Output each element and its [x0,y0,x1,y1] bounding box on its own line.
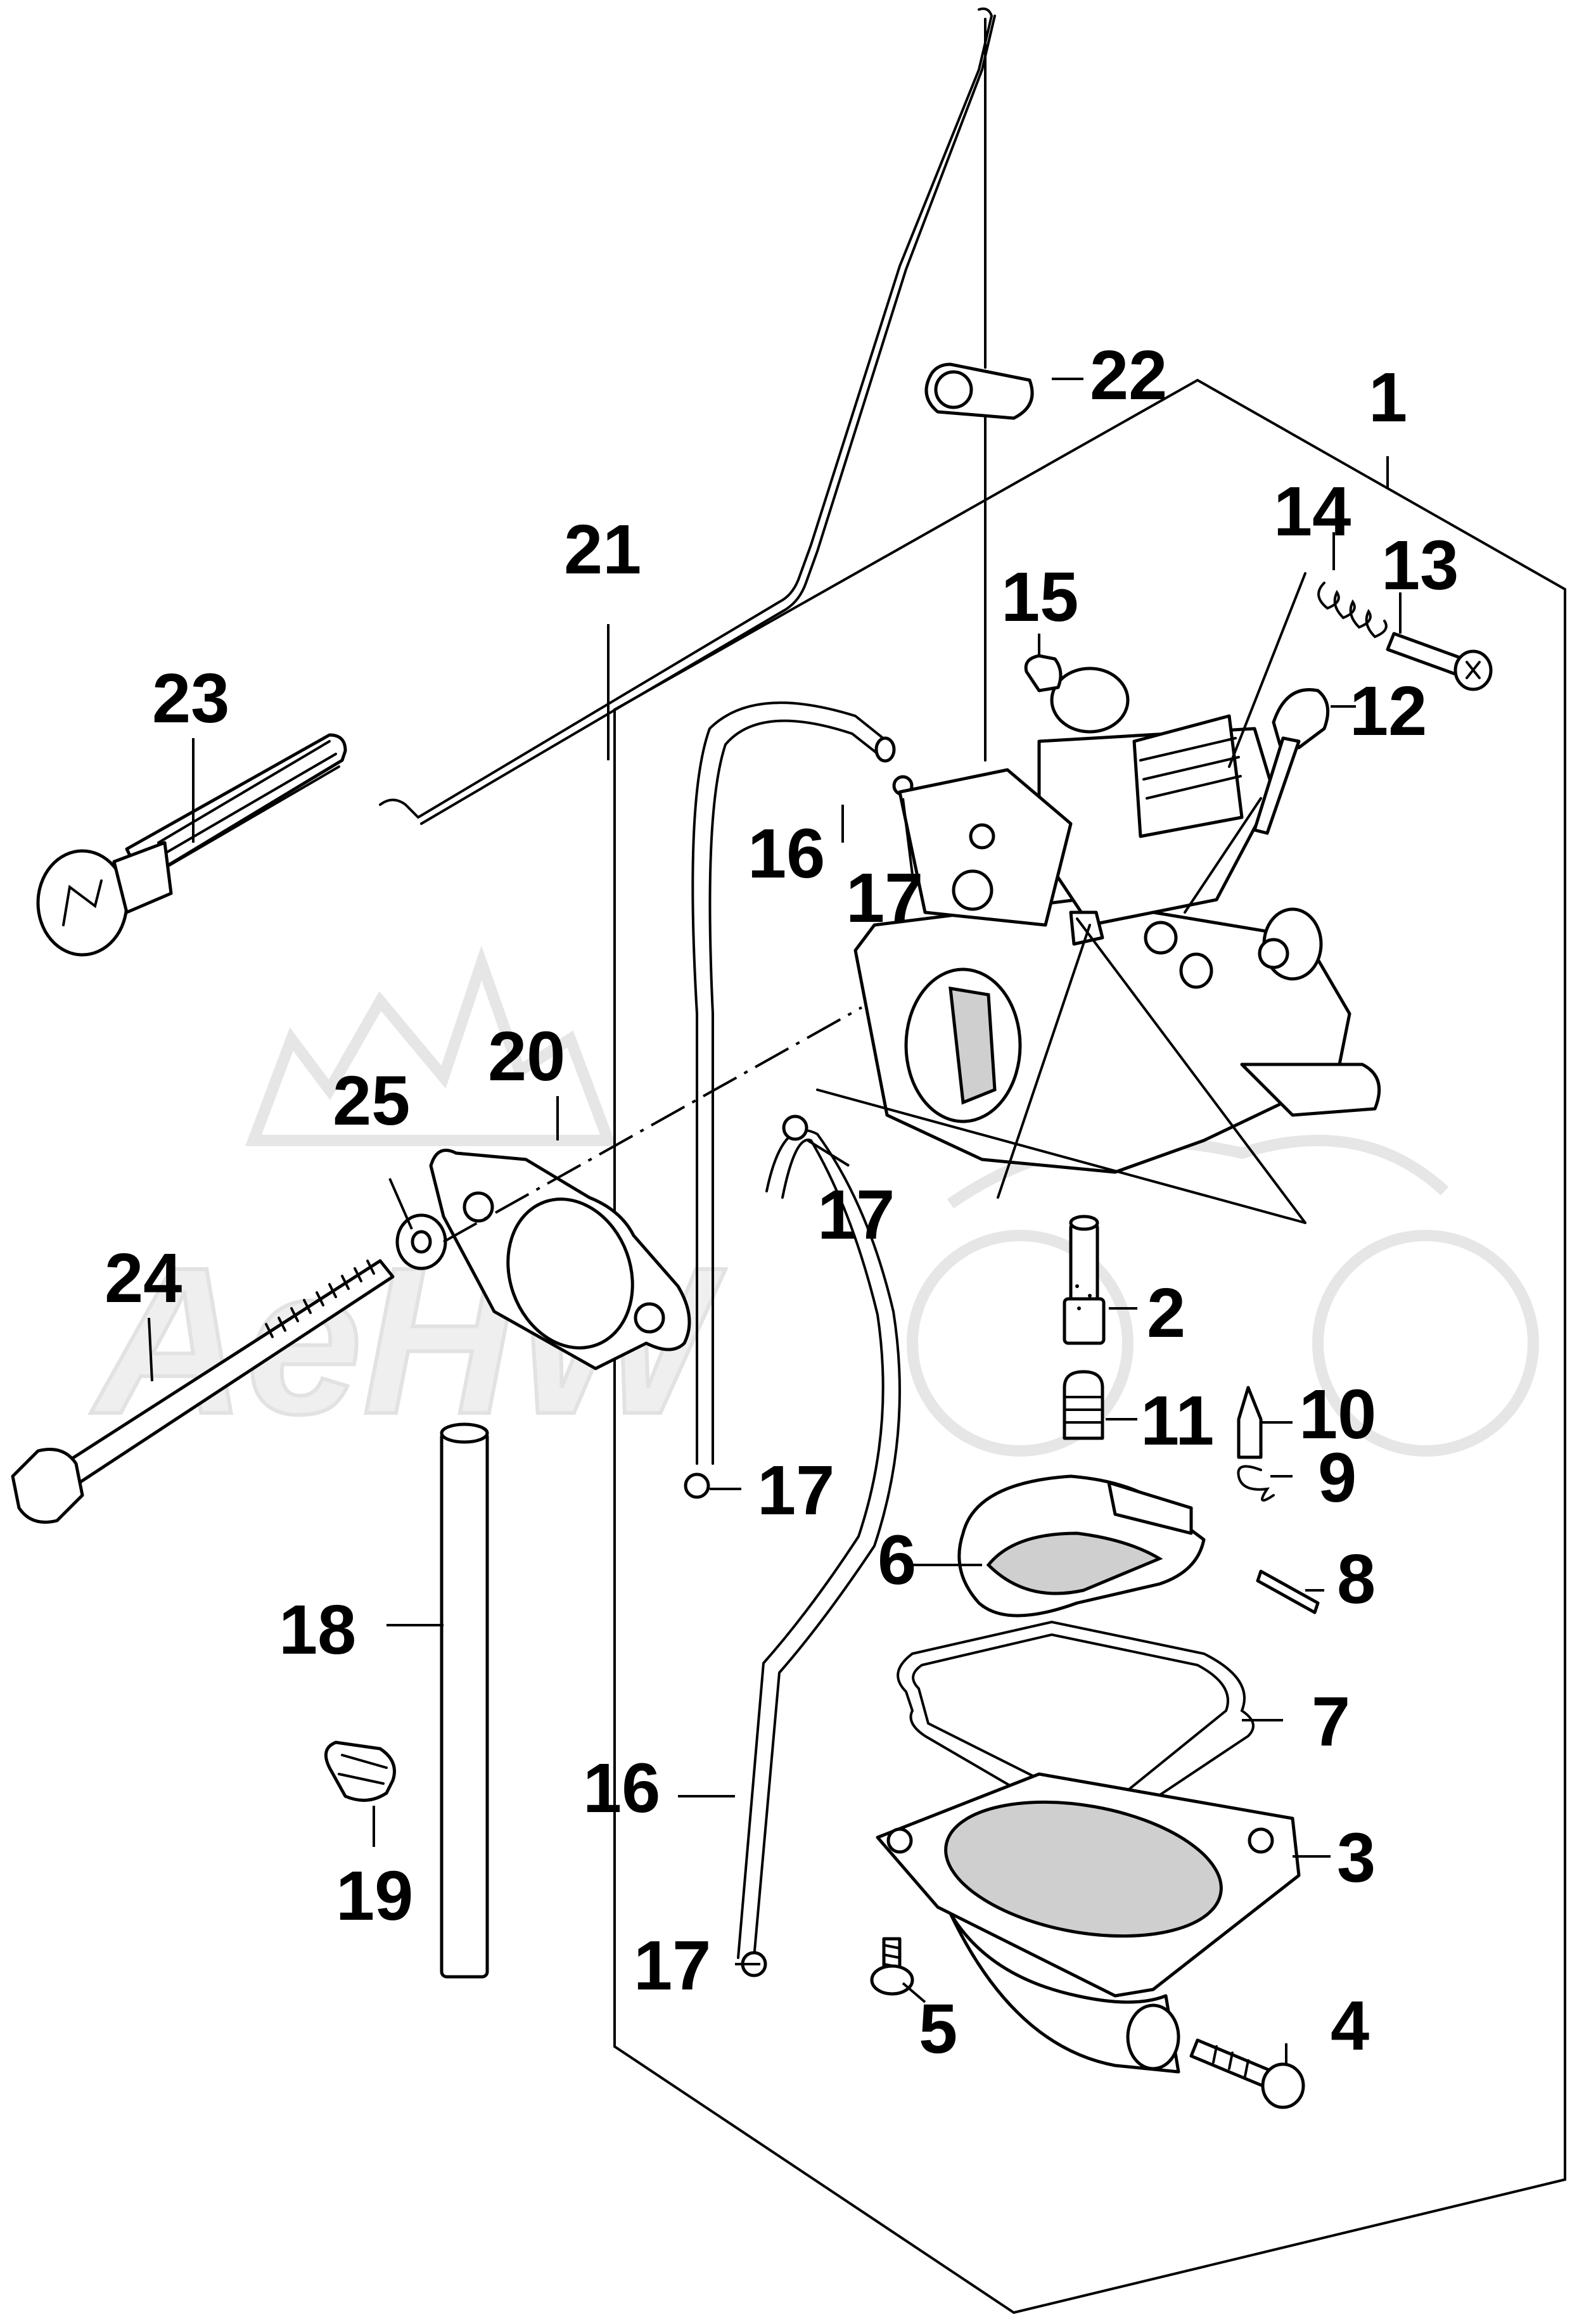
callout-4: 4 [1331,1987,1369,2065]
callout-17-top: 17 [846,859,923,937]
intake-gasket [429,1149,691,1370]
callout-18: 18 [279,1591,356,1669]
callout-14: 14 [1274,473,1351,551]
callout-7: 7 [1312,1683,1350,1761]
callout-3: 3 [1337,1819,1376,1897]
bowl-screw [870,1937,914,1996]
needle-clip [1237,1465,1275,1502]
float-bowl [876,1772,1301,2074]
float [957,1474,1206,1618]
callout-13: 13 [1381,527,1459,604]
callout-11: 11 [1140,1382,1214,1460]
assembly-leader-1 [816,917,1306,1224]
float-bowl-gasket [897,1620,1255,1832]
drain-screw [1189,2038,1305,2109]
assembly-box [613,378,1566,2314]
callout-15: 15 [1001,558,1078,636]
idle-screw [1184,688,1330,914]
fuel-hose-straight [440,1422,489,1979]
callout-numbers: 1 2 3 4 5 6 7 8 9 10 11 12 13 14 15 16 1… [105,336,1459,2068]
callout-leaders [148,378,1402,2065]
washer [395,1213,447,1270]
callout-9: 9 [1318,1439,1357,1517]
callout-16-lower: 16 [583,1749,660,1827]
callout-16-upper: 16 [748,815,825,893]
spring [1228,572,1388,768]
callout-2: 2 [1147,1274,1185,1352]
callout-6: 6 [878,1521,916,1599]
callout-22: 22 [1090,336,1167,414]
callout-17-right: 17 [757,1452,834,1529]
callout-10: 10 [1299,1376,1376,1453]
float-pin [1256,1569,1320,1614]
callout-21: 21 [564,511,641,589]
screw-15 [1024,654,1063,693]
through-bolt [11,1259,395,1524]
choke-rod [379,7,996,825]
hose-clip [324,1740,396,1802]
callout-23: 23 [152,660,229,737]
breather-hose-upper [691,701,896,1465]
intake-centerline [443,1006,862,1243]
callout-1: 1 [1369,359,1407,437]
choke-knob [36,733,347,957]
callout-17-bottom: 17 [634,1927,711,2005]
callout-24: 24 [105,1239,182,1317]
choke-rod-clamp [924,18,1034,762]
needle-valve [1237,1386,1263,1459]
callout-12: 12 [1350,672,1427,750]
main-jet [1063,1370,1104,1440]
main-jet-tube [1063,1215,1106,1345]
callout-20: 20 [488,1018,565,1095]
callout-5: 5 [919,1990,957,2068]
callout-17-middle: 17 [817,1176,895,1254]
carburetor-body [853,667,1381,1174]
breather-hose-lower [737,1129,901,1959]
screw-13 [1386,632,1493,691]
callout-19: 19 [336,1857,413,1935]
callout-8: 8 [1337,1540,1376,1618]
callout-25: 25 [333,1062,410,1140]
